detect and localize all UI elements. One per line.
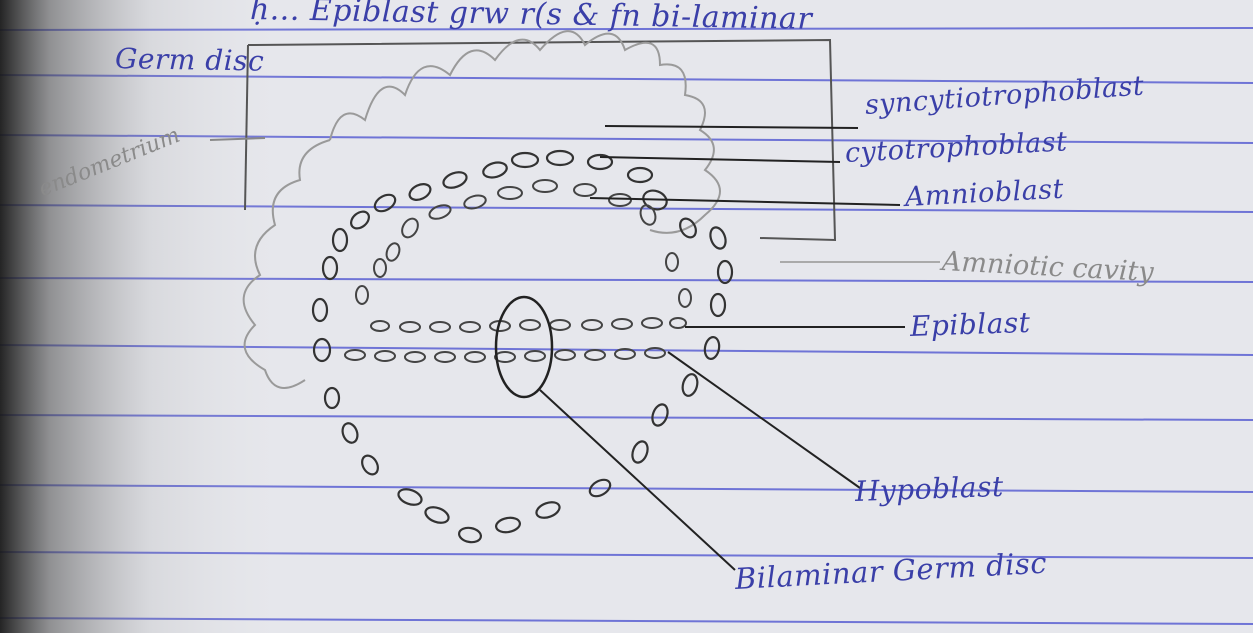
- label-epiblast: Epiblast: [909, 306, 1031, 343]
- label-hypoblast: Hypoblast: [854, 470, 1004, 508]
- label-germ-disc: Germ disc: [115, 42, 265, 78]
